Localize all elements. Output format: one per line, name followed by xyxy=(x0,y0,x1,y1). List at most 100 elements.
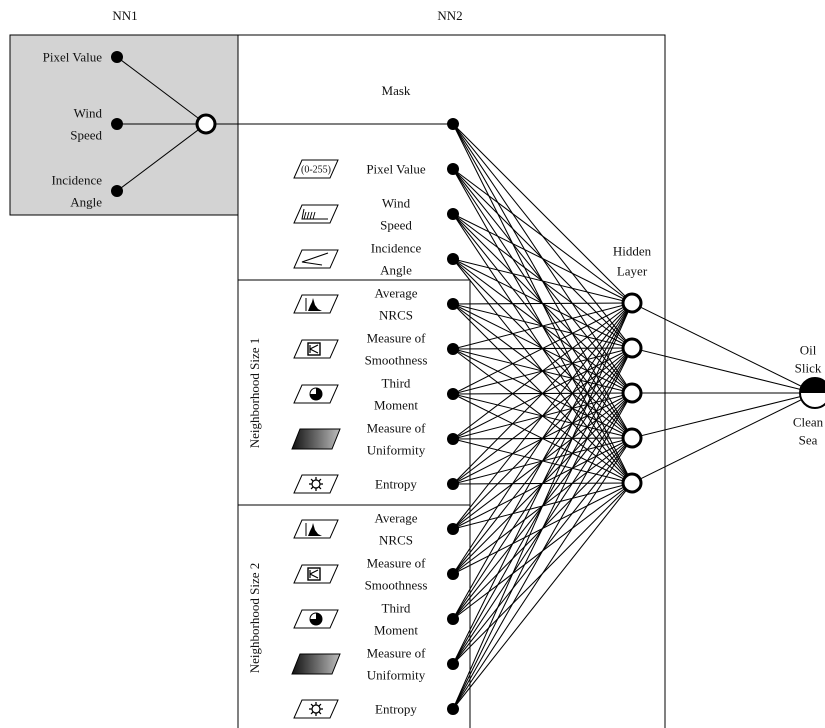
pie-icon xyxy=(293,609,339,629)
wind-icon xyxy=(293,204,339,224)
input-hidden-connection xyxy=(452,302,633,395)
input-hidden-connection xyxy=(452,302,633,485)
feature-label: Entropy xyxy=(375,702,417,717)
input-hidden-connection xyxy=(452,302,633,575)
nn1-connection xyxy=(116,123,207,192)
nn2-input-node xyxy=(447,658,459,670)
icon-frame xyxy=(293,294,339,314)
nn2-input-node xyxy=(447,523,459,535)
smoothness-icon xyxy=(293,564,339,584)
icon-frame xyxy=(291,653,341,675)
neighborhood-1-box xyxy=(237,279,471,506)
nn2-input-label: Pixel Value xyxy=(366,162,426,177)
hidden-output-connection xyxy=(631,347,816,394)
hidden-neuron xyxy=(621,382,643,404)
neighborhood-group-title: Neighborhood Size 1 xyxy=(247,338,262,448)
hidden-output-connection xyxy=(631,392,816,439)
nn2-input-node xyxy=(447,568,459,580)
nn1-input-node xyxy=(111,118,123,130)
input-hidden-connection xyxy=(452,482,633,710)
input-icons: (0-255) xyxy=(291,159,341,719)
nn2-input-node xyxy=(447,478,459,490)
input-hidden-connection xyxy=(452,347,633,710)
icon-text: (0-255) xyxy=(301,165,331,176)
icon-frame xyxy=(293,249,339,269)
nn2-input-node xyxy=(447,343,459,355)
pie-icon xyxy=(293,384,339,404)
icon-frame xyxy=(293,339,339,359)
icon-frame xyxy=(293,519,339,539)
nn1-title: NN1 xyxy=(112,8,137,23)
hidden-neuron xyxy=(621,427,643,449)
icon-frame xyxy=(293,564,339,584)
angle-icon xyxy=(293,249,339,269)
hidden-neuron xyxy=(621,337,643,359)
nn2-input-node xyxy=(447,208,459,220)
input-hidden-connection xyxy=(452,302,633,305)
smoothness-icon xyxy=(293,339,339,359)
input-hidden-connection xyxy=(452,168,633,304)
nn2-input-node xyxy=(447,163,459,175)
network-connections xyxy=(452,123,816,710)
gear-icon xyxy=(293,699,339,719)
nn1-input-node xyxy=(111,51,123,63)
gradient-icon xyxy=(291,653,341,675)
icon-frame xyxy=(293,204,339,224)
input-hidden-connection xyxy=(452,302,633,440)
histogram-icon xyxy=(293,294,339,314)
input-hidden-connection xyxy=(452,392,633,710)
nn1-output-node xyxy=(195,113,217,135)
nn2-input-node xyxy=(447,703,459,715)
nn2-input-node xyxy=(447,253,459,265)
output-node-oil-half xyxy=(800,378,825,393)
neighborhood-2-box xyxy=(237,504,471,728)
input-hidden-connection xyxy=(452,123,633,304)
hidden-neuron xyxy=(621,292,643,314)
mask-label: Mask xyxy=(382,83,411,98)
input-hidden-connection xyxy=(452,258,633,304)
gear-icon xyxy=(293,474,339,494)
nn1-connection xyxy=(116,56,207,125)
hidden-neuron xyxy=(621,472,643,494)
input-hidden-connection xyxy=(452,302,633,620)
icon-frame xyxy=(293,159,339,179)
feature-label: Entropy xyxy=(375,477,417,492)
nn2-input-node xyxy=(447,433,459,445)
nn2-input-node xyxy=(447,298,459,310)
hidden-output-connection xyxy=(631,392,816,484)
network-nodes xyxy=(111,51,825,715)
input-hidden-connection xyxy=(452,302,633,530)
icon-frame xyxy=(291,428,341,450)
input-hidden-connection xyxy=(452,302,633,710)
hidden-output-connection xyxy=(631,302,816,394)
neighborhood-group-title: Neighborhood Size 2 xyxy=(247,563,262,673)
input-hidden-connection xyxy=(452,437,633,710)
histogram-icon xyxy=(293,519,339,539)
nn1-input-node xyxy=(111,185,123,197)
input-hidden-connection xyxy=(452,213,633,304)
nn2-title: NN2 xyxy=(437,8,462,23)
nn2-input-node xyxy=(447,613,459,625)
nn1-input-label: Pixel Value xyxy=(43,50,103,65)
nn2-input-node xyxy=(447,118,459,130)
input-hidden-connection xyxy=(452,302,633,350)
value-range-icon: (0-255) xyxy=(293,159,339,179)
input-hidden-connection xyxy=(452,302,633,665)
